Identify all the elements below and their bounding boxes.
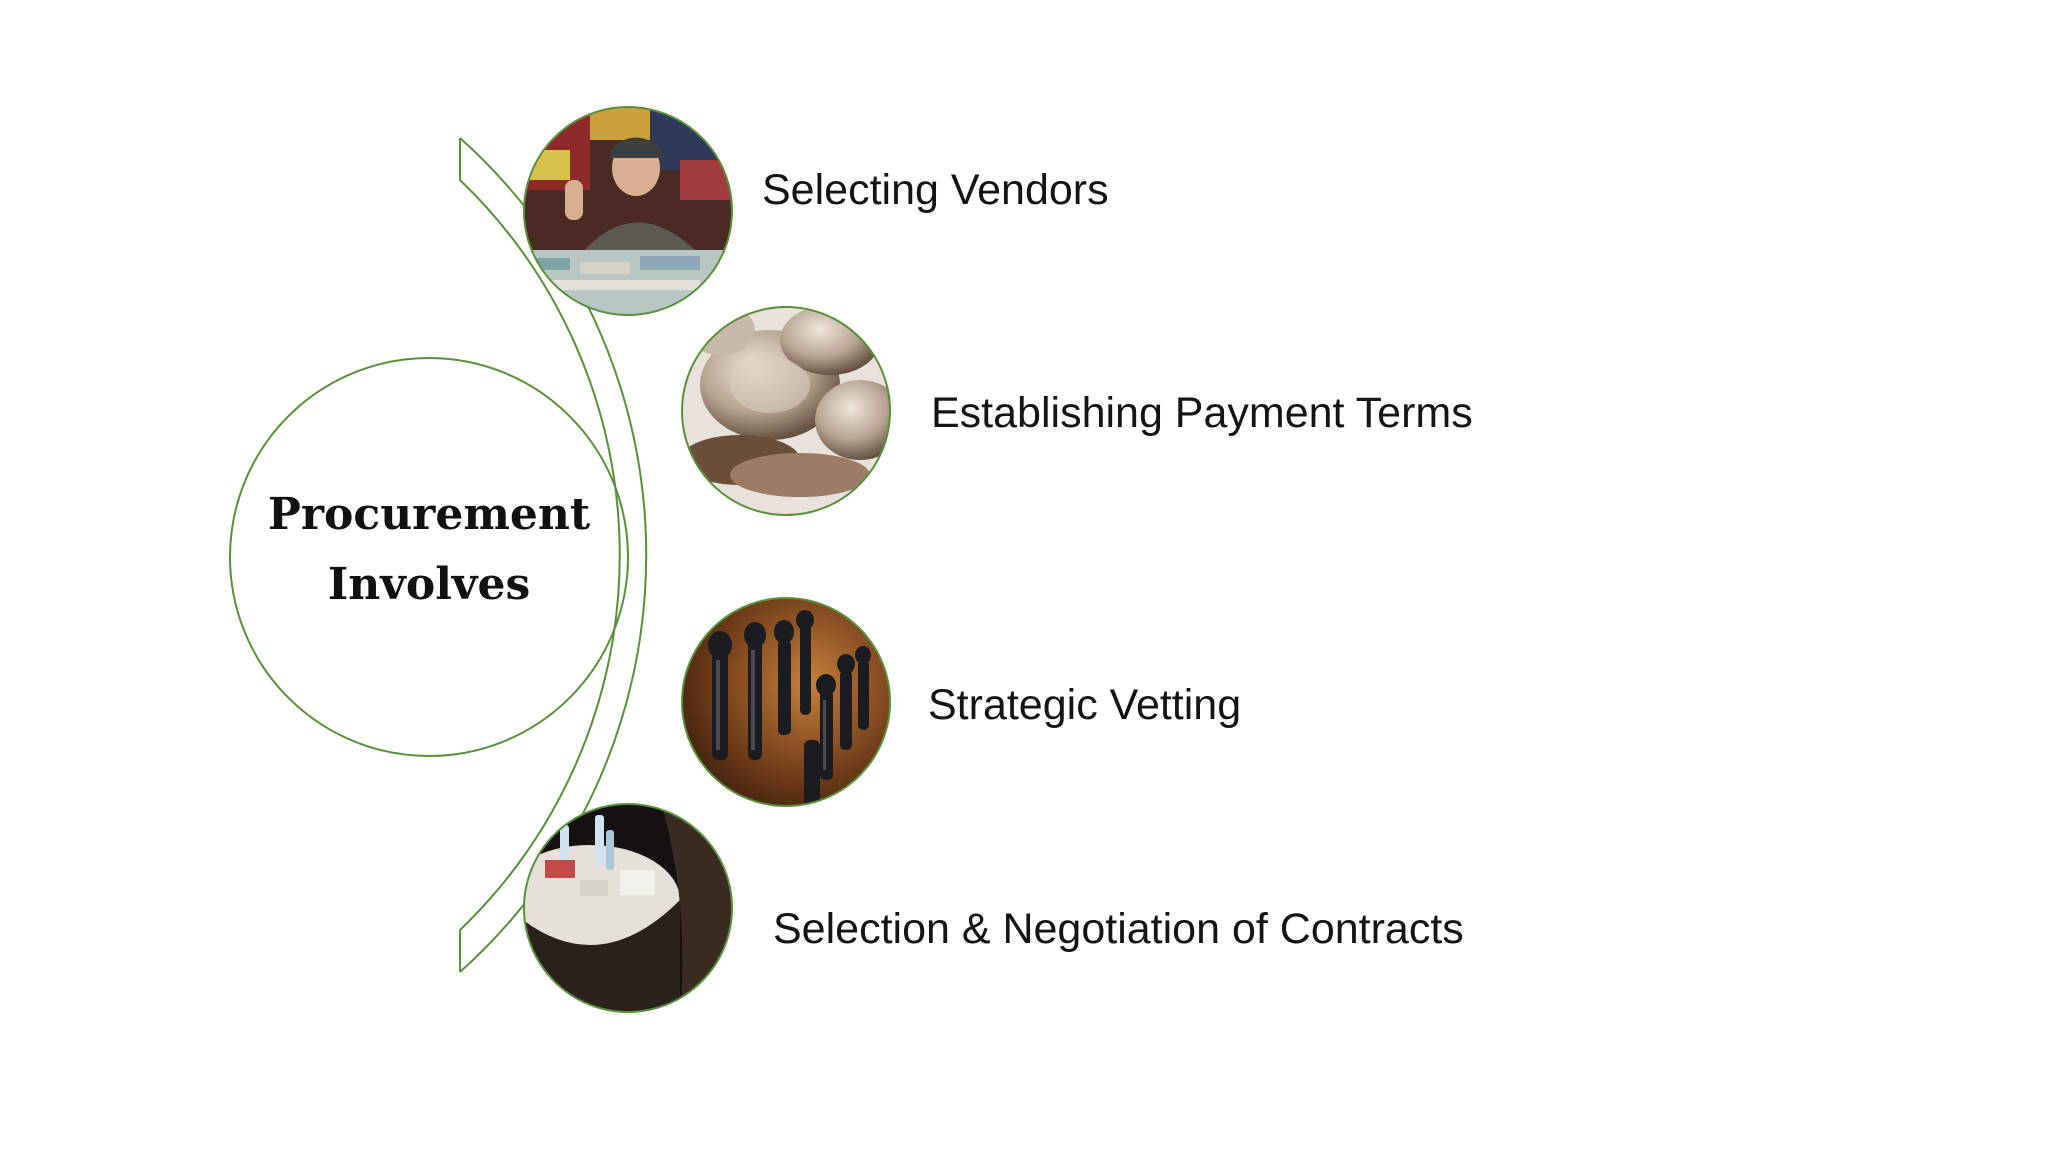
center-title-line2: Involves	[327, 559, 531, 610]
photo-frame-3	[681, 597, 891, 807]
center-circle	[229, 357, 629, 757]
photo-frame-4	[523, 803, 733, 1013]
step-label-payment-terms: Establishing Payment Terms	[931, 389, 1473, 437]
step-label-contracts: Selection & Negotiation of Contracts	[773, 905, 1464, 953]
center-title: Procurement Involves	[230, 480, 628, 620]
step-label-selecting-vendors: Selecting Vendors	[762, 166, 1109, 214]
step-label-strategic-vetting: Strategic Vetting	[928, 681, 1242, 729]
center-title-line1: Procurement	[267, 489, 591, 540]
meeting-table-photo	[524, 804, 732, 1012]
vendor-market-photo	[524, 107, 732, 315]
photo-frame-1	[523, 106, 733, 316]
chess-pieces-photo	[682, 598, 890, 806]
arc-connector-inner	[459, 179, 621, 931]
photo-frame-2	[681, 306, 891, 516]
